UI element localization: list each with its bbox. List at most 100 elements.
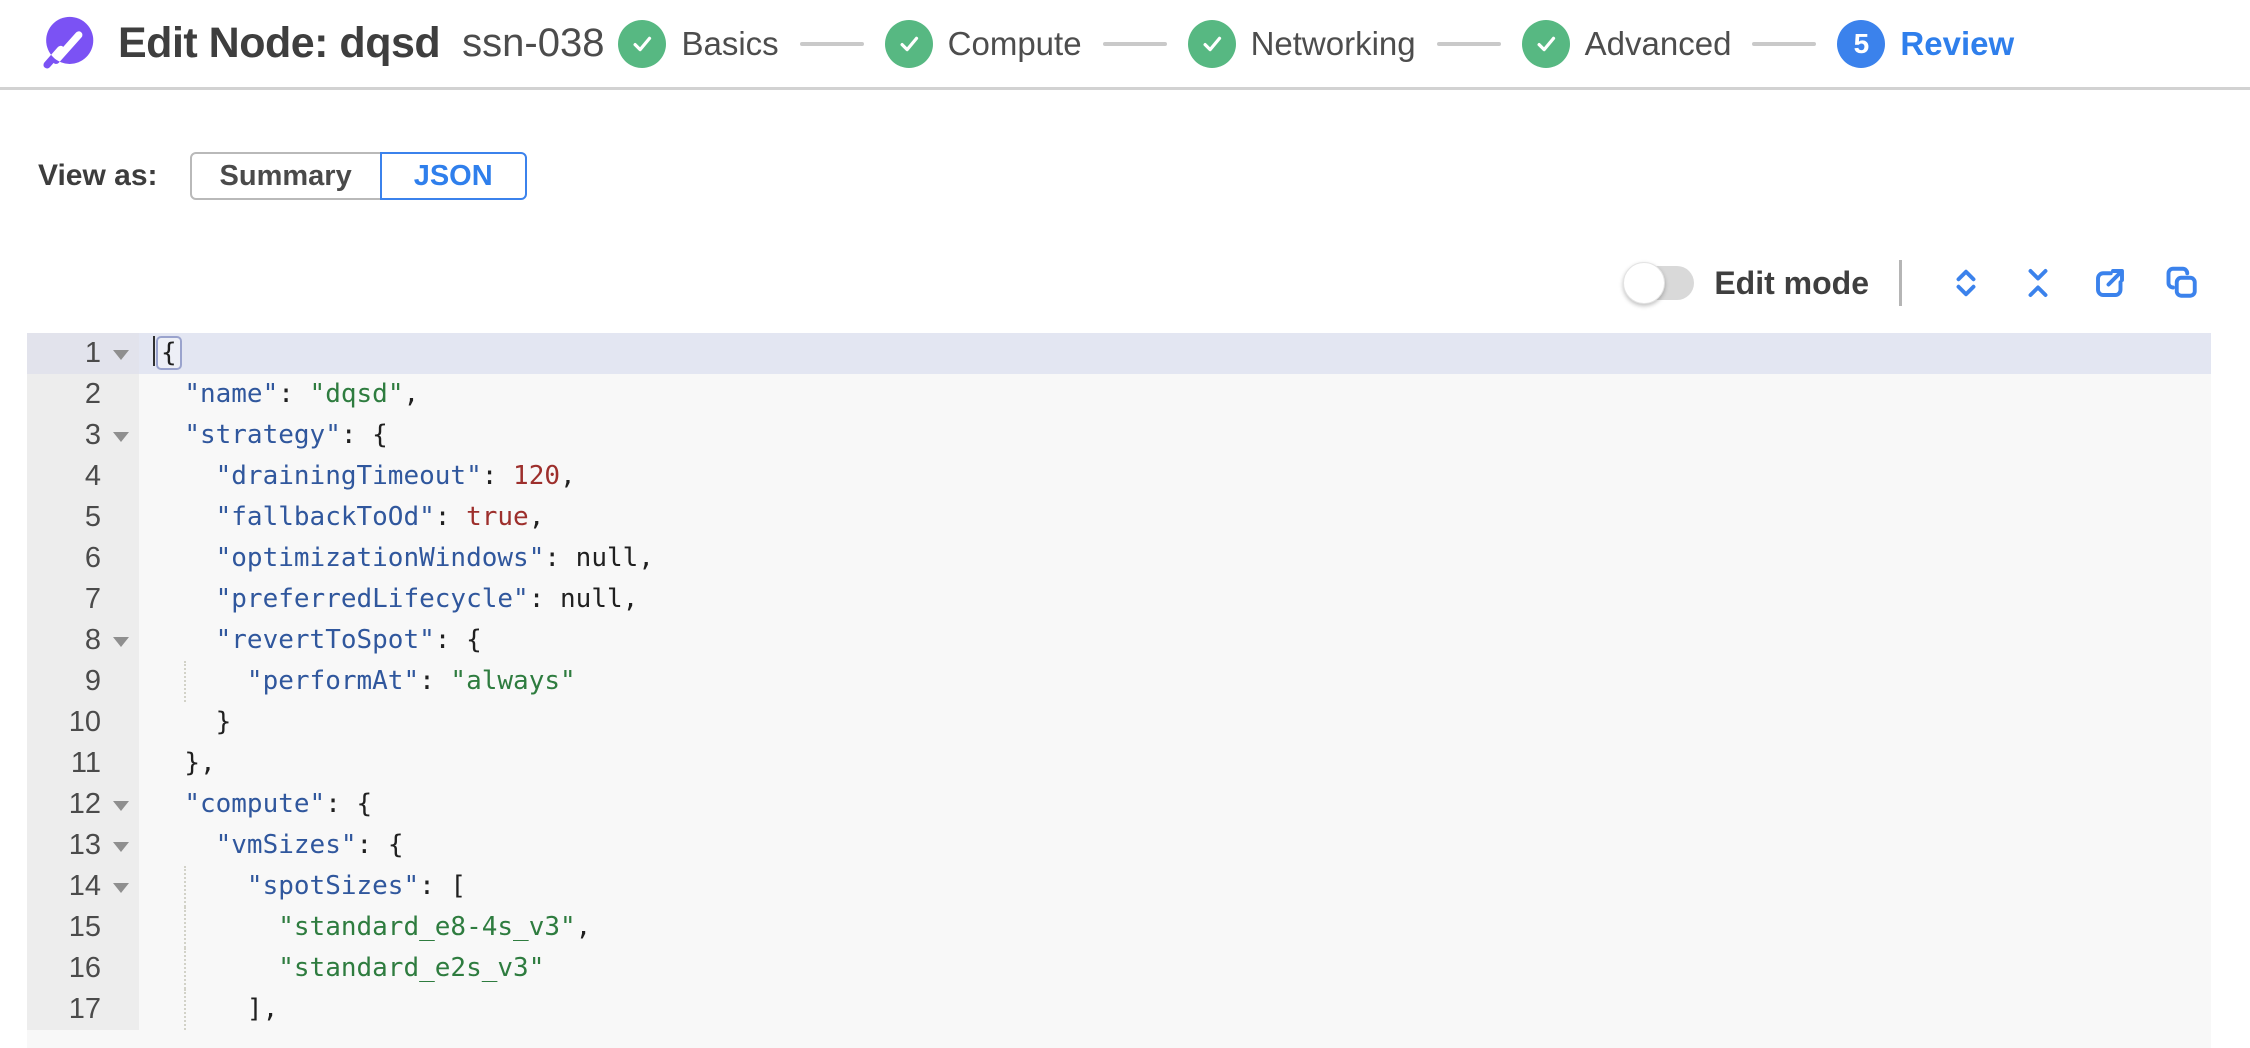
fold-arrow-icon[interactable] — [113, 841, 129, 852]
code-line-content[interactable]: "spotSizes": [ — [139, 866, 2211, 907]
line-number: 10 — [27, 702, 139, 743]
editor-line[interactable]: 8 "revertToSpot": { — [27, 620, 2211, 661]
code-line-content[interactable]: }, — [184, 748, 216, 778]
json-editor[interactable]: 1{2 "name": "dqsd",3 "strategy": {4 "dra… — [27, 333, 2211, 1048]
code-line-content[interactable]: "preferredLifecycle": null, — [215, 584, 639, 614]
line-number[interactable]: 3 — [27, 415, 139, 456]
line-number[interactable]: 12 — [27, 784, 139, 825]
code-line-content[interactable]: "fallbackToOd": true, — [215, 502, 545, 532]
wizard-stepper: Basics Compute Networking Advanced 5 Review — [618, 19, 2250, 68]
step-label: Advanced — [1584, 24, 1732, 62]
line-number: 7 — [27, 579, 139, 620]
spot-logo-icon — [38, 15, 96, 73]
view-as-label: View as: — [38, 159, 158, 192]
wizard-header: Edit Node: dqsd ssn-038 Basics Compute Net… — [0, 0, 2250, 90]
code-line-content[interactable]: "optimizationWindows": null, — [215, 543, 654, 573]
step-advanced[interactable]: Advanced — [1521, 19, 1732, 68]
editor-line[interactable]: 14 "spotSizes": [ — [27, 866, 2211, 907]
line-number: 5 — [27, 497, 139, 538]
line-number: 4 — [27, 456, 139, 497]
editor-line[interactable]: 11 }, — [27, 743, 2211, 784]
editor-line[interactable]: 1{ — [27, 333, 2211, 374]
step-label: Compute — [947, 24, 1082, 62]
code-line-content[interactable]: "performAt": "always" — [139, 661, 2211, 702]
fold-arrow-icon[interactable] — [113, 431, 129, 442]
step-number-badge: 5 — [1837, 19, 1886, 68]
editor-lines: 1{2 "name": "dqsd",3 "strategy": {4 "dra… — [27, 333, 2211, 1030]
view-as-summary-button[interactable]: Summary — [189, 152, 382, 200]
line-number[interactable]: 13 — [27, 825, 139, 866]
editor-line[interactable]: 13 "vmSizes": { — [27, 825, 2211, 866]
view-as-json-button[interactable]: JSON — [379, 152, 527, 200]
check-icon — [884, 19, 933, 68]
editor-line[interactable]: 3 "strategy": { — [27, 415, 2211, 456]
step-connector — [1752, 41, 1817, 46]
editor-line[interactable]: 16 "standard_e2s_v3" — [27, 948, 2211, 989]
fold-arrow-icon[interactable] — [113, 800, 129, 811]
check-icon — [1521, 19, 1570, 68]
edit-mode-label: Edit mode — [1714, 264, 1869, 301]
code-line-content[interactable]: "drainingTimeout": 120, — [215, 461, 576, 491]
editor-line[interactable]: 10 } — [27, 702, 2211, 743]
editor-toolbar: Edit mode — [1623, 253, 2218, 313]
node-id-subtitle: ssn-038 — [462, 21, 605, 65]
check-icon — [618, 19, 667, 68]
code-line-content[interactable]: ], — [139, 989, 2211, 1030]
editor-line[interactable]: 17 ], — [27, 989, 2211, 1030]
code-line-content[interactable]: "vmSizes": { — [215, 830, 404, 860]
line-number: 6 — [27, 538, 139, 579]
code-line-content[interactable]: "name": "dqsd", — [184, 379, 420, 409]
step-connector — [1436, 41, 1501, 46]
line-number[interactable]: 1 — [27, 333, 139, 374]
code-line-content[interactable]: "standard_e2s_v3" — [139, 948, 2211, 989]
editor-line[interactable]: 6 "optimizationWindows": null, — [27, 538, 2211, 579]
toolbar-divider — [1899, 260, 1902, 306]
step-connector — [1102, 41, 1167, 46]
copy-icon[interactable] — [2163, 264, 2201, 302]
editor-line[interactable]: 2 "name": "dqsd", — [27, 374, 2211, 415]
editor-line[interactable]: 9 "performAt": "always" — [27, 661, 2211, 702]
step-basics[interactable]: Basics — [618, 19, 779, 68]
indent-guide — [184, 989, 187, 1030]
text-cursor — [153, 336, 155, 366]
line-number[interactable]: 8 — [27, 620, 139, 661]
code-line-content[interactable]: "strategy": { — [184, 420, 388, 450]
fold-arrow-icon[interactable] — [113, 636, 129, 647]
editor-line[interactable]: 15 "standard_e8-4s_v3", — [27, 907, 2211, 948]
expand-all-icon[interactable] — [1947, 264, 1985, 302]
fold-arrow-icon[interactable] — [113, 349, 129, 360]
code-line-content[interactable]: "standard_e8-4s_v3", — [139, 907, 2211, 948]
step-compute[interactable]: Compute — [884, 19, 1082, 68]
line-number: 15 — [27, 907, 139, 948]
line-number: 9 — [27, 661, 139, 702]
code-line-content[interactable]: "revertToSpot": { — [215, 625, 482, 655]
line-number: 17 — [27, 989, 139, 1030]
indent-guide — [184, 948, 187, 989]
editor-line[interactable]: 7 "preferredLifecycle": null, — [27, 579, 2211, 620]
line-number: 2 — [27, 374, 139, 415]
export-icon[interactable] — [2091, 264, 2129, 302]
line-number: 11 — [27, 743, 139, 784]
editor-line[interactable]: 4 "drainingTimeout": 120, — [27, 456, 2211, 497]
edit-mode-toggle[interactable] — [1623, 262, 1695, 304]
page-title: Edit Node: dqsd — [118, 19, 441, 67]
step-review[interactable]: 5 Review — [1837, 19, 2015, 68]
step-label: Basics — [681, 24, 779, 62]
step-networking[interactable]: Networking — [1187, 19, 1416, 68]
code-line-content[interactable]: } — [215, 707, 232, 737]
code-line-content[interactable]: "compute": { — [184, 789, 373, 819]
step-connector — [799, 41, 864, 46]
code-line-content[interactable]: { — [139, 333, 2211, 374]
toggle-knob[interactable] — [1623, 262, 1666, 304]
line-number: 16 — [27, 948, 139, 989]
editor-line[interactable]: 12 "compute": { — [27, 784, 2211, 825]
editor-line[interactable]: 5 "fallbackToOd": true, — [27, 497, 2211, 538]
check-icon — [1187, 19, 1236, 68]
fold-arrow-icon[interactable] — [113, 882, 129, 893]
step-label: Review — [1900, 24, 2015, 62]
indent-guide — [184, 866, 187, 907]
line-number[interactable]: 14 — [27, 866, 139, 907]
collapse-all-icon[interactable] — [2019, 264, 2057, 302]
indent-guide — [184, 907, 187, 948]
view-as-row: View as: Summary JSON — [38, 152, 527, 200]
